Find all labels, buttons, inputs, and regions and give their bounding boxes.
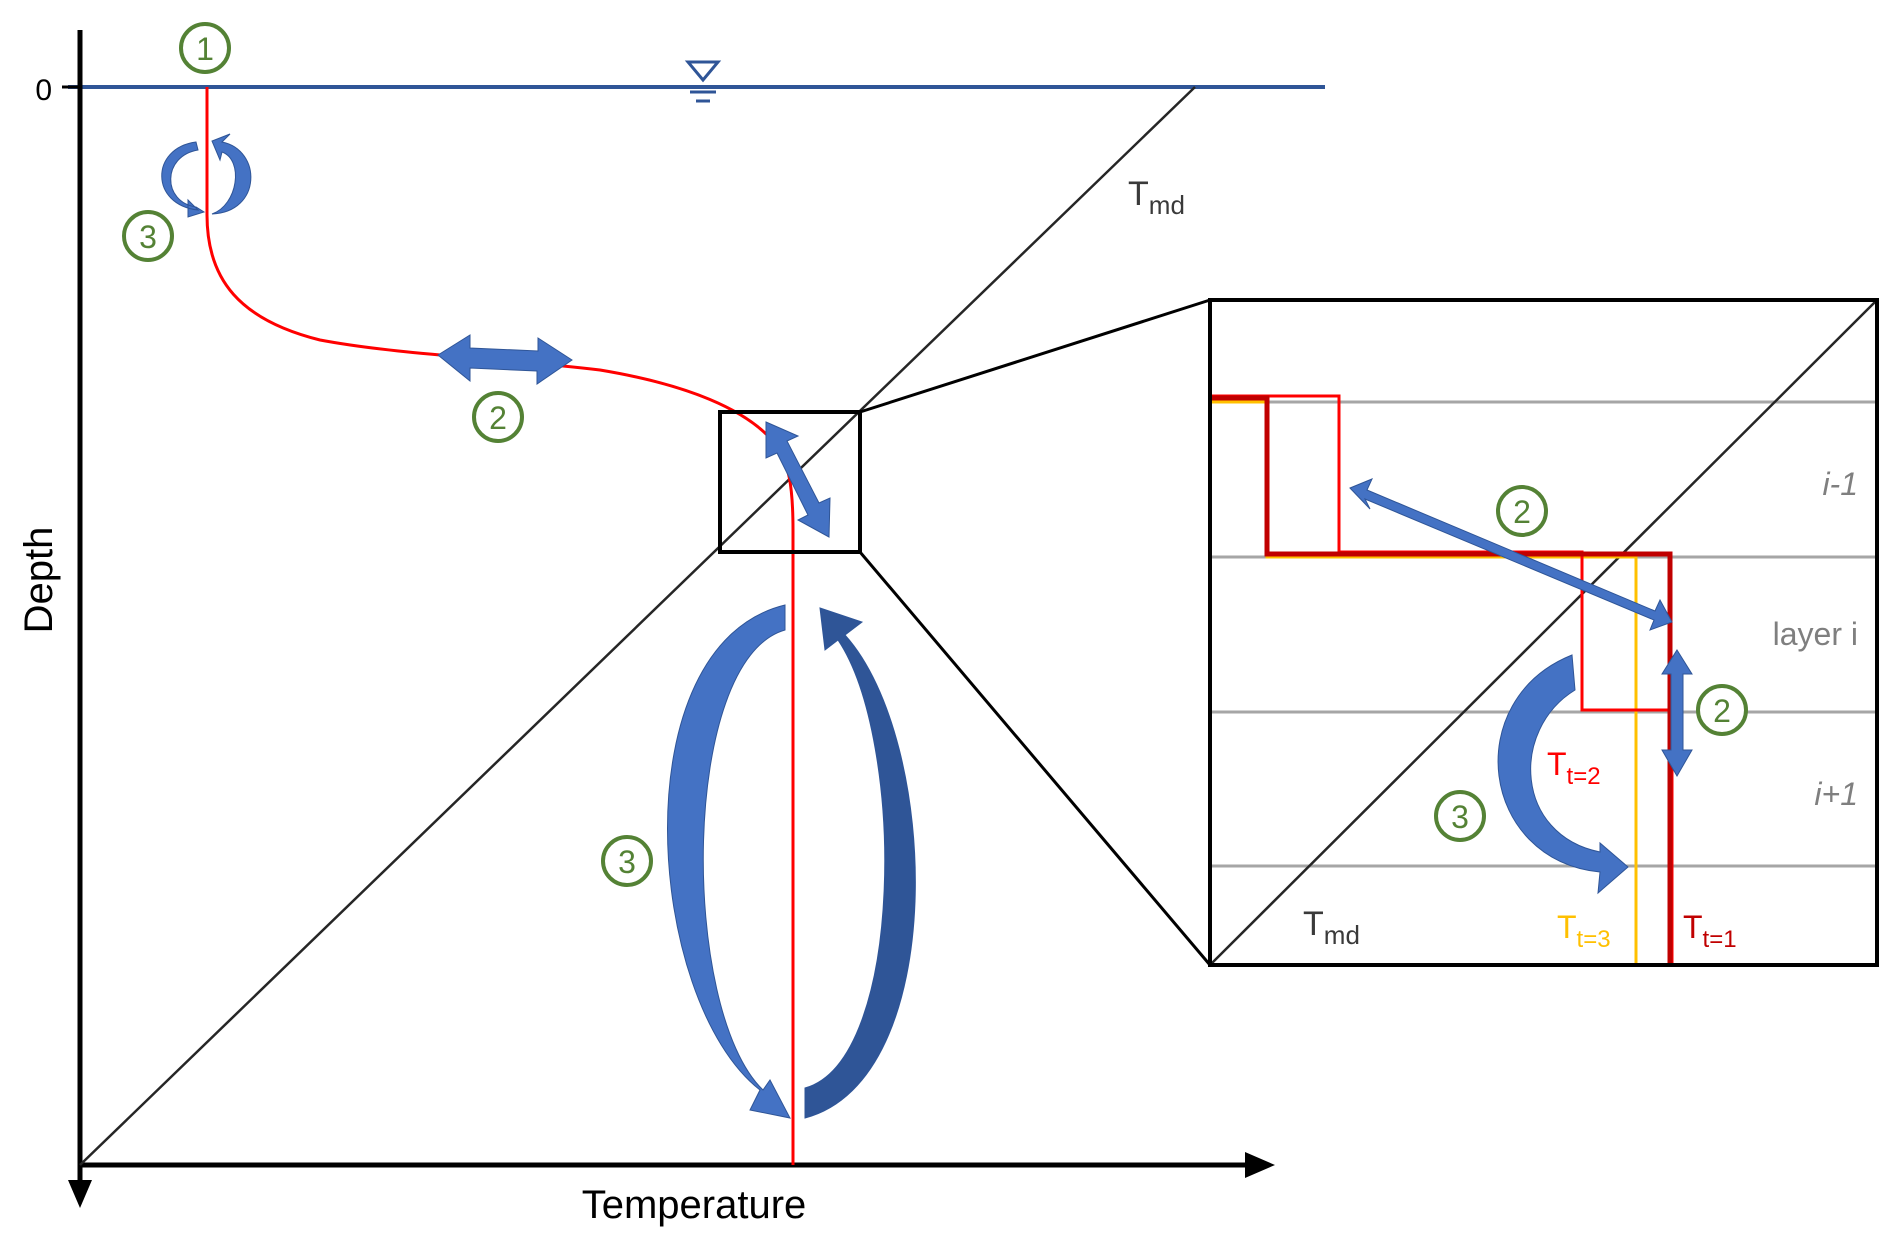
inset-profile-label-t2-sub: t=2: [1567, 763, 1601, 790]
inset-profile-label-t3-sub: t=3: [1577, 926, 1611, 953]
svg-text:2: 2: [489, 400, 507, 436]
marker-2-inset-vertical: 2: [1696, 684, 1748, 736]
svg-text:3: 3: [618, 844, 636, 880]
zoom-connector-bottom: [858, 551, 1212, 966]
water-level-icon: [684, 60, 722, 103]
inset-profile-label-t1-main: T: [1683, 909, 1703, 945]
tmd-line: [79, 86, 1196, 1166]
svg-text:3: 3: [1451, 799, 1469, 835]
zoom-box: [718, 410, 862, 554]
marker-3-main: 3: [601, 835, 653, 887]
inset-frame: [1208, 298, 1879, 967]
tmd-label-sub: md: [1149, 190, 1185, 220]
depth-axis-label: Depth: [17, 527, 61, 634]
tmd-label-main: T: [1128, 175, 1149, 213]
inset-profile-label-t3: Tt=3: [1557, 909, 1611, 953]
depth-axis-arrowhead: [68, 1180, 92, 1208]
inset-tmd-label-sub: md: [1324, 920, 1360, 950]
inset-tmd-label: Tmd: [1303, 905, 1360, 950]
marker-3-inset: 3: [1434, 790, 1486, 842]
zoom-diffusion-arrow: [765, 421, 831, 538]
surface-circulation-arrow-left: [161, 141, 206, 218]
inset-profile-label-t2-main: T: [1547, 746, 1567, 782]
inset-tmd-line: [1210, 300, 1877, 965]
zero-tick-label: 0: [35, 74, 52, 107]
tmd-label: Tmd: [1128, 175, 1185, 220]
marker-2-main: 2: [472, 391, 524, 443]
inset-profile-label-t1: Tt=1: [1683, 909, 1737, 953]
inset-tmd-label-main: T: [1303, 905, 1324, 943]
zoom-connector-top: [859, 298, 1211, 414]
convection-arrow-right: [804, 607, 916, 1119]
inset-diffusion-arrow-vertical: [1661, 649, 1693, 778]
marker-1-surface: 1: [179, 22, 231, 74]
inset-diffusion-arrow-diagonal: [1349, 478, 1673, 631]
convection-arrow-left: [667, 604, 791, 1119]
inset-profile-label-t2: Tt=2: [1547, 746, 1601, 790]
marker-2-inset-diagonal: 2: [1496, 485, 1548, 537]
inset-panel: i-1 layer i i+1 Tmd Tt=2 Tt=3 Tt=1: [1208, 298, 1879, 967]
svg-text:2: 2: [1713, 693, 1731, 729]
temperature-axis-label: Temperature: [582, 1183, 807, 1227]
svg-text:1: 1: [196, 31, 214, 67]
surface-circulation-arrow-right: [211, 133, 252, 215]
inset-profile-label-t3-main: T: [1557, 909, 1577, 945]
horizontal-diffusion-arrow: [437, 334, 573, 385]
inset-layer-label-middle: layer i: [1773, 616, 1858, 652]
inset-convection-arrow: [1497, 654, 1629, 895]
svg-text:2: 2: [1513, 494, 1531, 530]
inset-profile-label-t1-sub: t=1: [1703, 926, 1737, 953]
inset-profile-t3: [1210, 400, 1638, 965]
inset-layer-label-lower: i+1: [1814, 776, 1858, 812]
marker-3-surface: 3: [122, 210, 174, 262]
svg-text:3: 3: [139, 219, 157, 255]
inset-layer-label-upper: i-1: [1822, 466, 1858, 502]
inset-profile-t1: [1210, 395, 1673, 965]
temperature-axis-arrowhead: [1245, 1152, 1275, 1178]
